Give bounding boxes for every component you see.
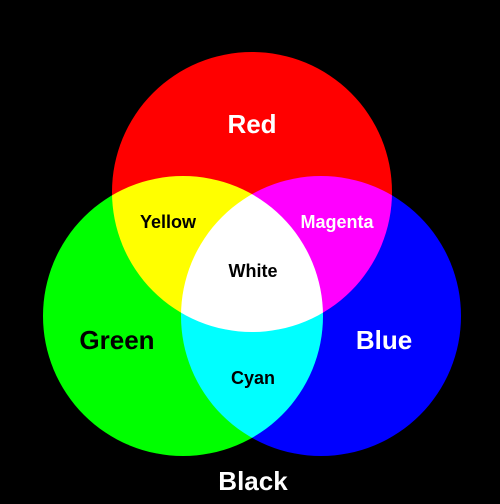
yellow-label: Yellow [140,212,197,232]
green-label: Green [79,325,154,355]
black-label: Black [218,466,288,496]
white-label: White [229,261,278,281]
red-label: Red [227,109,276,139]
blue-circle [181,176,461,456]
blue-label: Blue [356,325,412,355]
cyan-label: Cyan [231,368,275,388]
magenta-label: Magenta [300,212,374,232]
